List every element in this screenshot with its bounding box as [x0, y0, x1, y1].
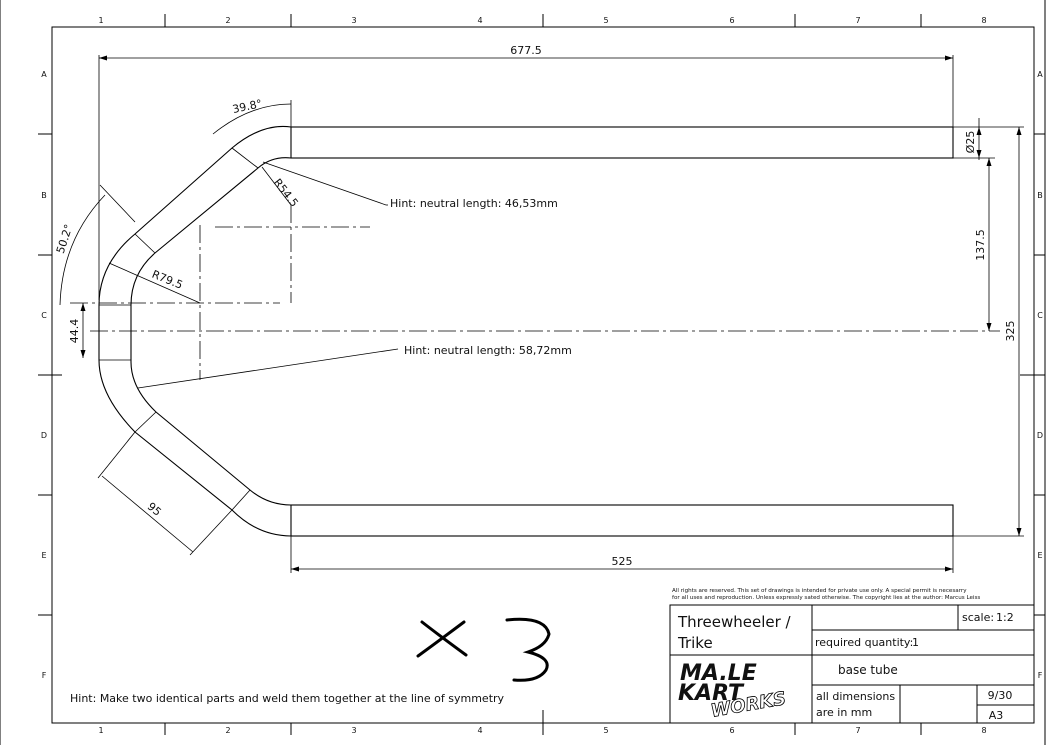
copyright-line-1: All rights are reserved. This set of dra…: [672, 588, 967, 594]
dim-diagonal-95: 95: [145, 500, 164, 519]
zone-col-1-top: 1: [98, 16, 103, 25]
hint-neutral-length-2: Hint: neutral length: 58,72mm: [404, 344, 572, 357]
zone-col-1-bottom: 1: [98, 726, 103, 735]
zone-col-5-bottom: 5: [603, 726, 608, 735]
zone-row-b-right: B: [1037, 191, 1043, 200]
zone-row-c-left: C: [41, 311, 47, 320]
part-name: base tube: [838, 663, 898, 677]
zone-row-f-right: F: [1038, 671, 1043, 680]
scale-value: 1:2: [996, 611, 1014, 624]
units-line-2: are in mm: [816, 706, 872, 719]
scale-label: scale:: [962, 611, 994, 624]
male-kart-works-logo: MA.LE KART WORKS: [678, 661, 788, 722]
tube-outline: [98, 125, 954, 537]
zone-row-b-left: B: [41, 191, 47, 200]
zone-col-4-top: 4: [477, 16, 482, 25]
dim-tube-diameter: Ø25: [964, 131, 977, 154]
zone-col-8-bottom: 8: [981, 726, 986, 735]
zone-col-6-top: 6: [729, 16, 734, 25]
quantity-label: required quantity:: [815, 636, 913, 649]
dimension-lines: [59, 55, 1024, 573]
zone-row-a-left: A: [41, 70, 47, 79]
dim-straight-525: 525: [612, 555, 633, 568]
zone-row-d-left: D: [41, 431, 47, 440]
title-block: [669, 604, 1035, 724]
zone-col-7-bottom: 7: [855, 726, 860, 735]
zone-row-c-right: C: [1037, 311, 1043, 320]
zone-col-3-top: 3: [351, 16, 356, 25]
zone-col-2-bottom: 2: [225, 726, 230, 735]
zone-col-7-top: 7: [855, 16, 860, 25]
title-line-2: Trike: [677, 634, 713, 652]
logo-line-1: MA.LE: [680, 661, 757, 686]
zone-col-6-bottom: 6: [729, 726, 734, 735]
zone-labels: 1 2 3 4 5 6 7 8 1 2 3 4 5 6 7 8 A B C D …: [41, 16, 1043, 735]
dim-bend-angle-top: 39.8°: [231, 97, 263, 116]
hint-weld: Hint: Make two identical parts and weld …: [70, 692, 505, 705]
quantity-value: 1: [912, 636, 919, 649]
handwritten-quantity-mark: [416, 617, 551, 682]
hint-neutral-length-1: Hint: neutral length: 46,53mm: [390, 197, 558, 210]
paper-format: A3: [989, 709, 1004, 722]
zone-row-a-right: A: [1037, 70, 1043, 79]
zone-row-f-left: F: [42, 671, 47, 680]
center-lines: [70, 205, 1000, 380]
zone-row-e-left: E: [41, 551, 46, 560]
zone-col-4-bottom: 4: [477, 726, 482, 735]
dim-overall-length: 677.5: [510, 44, 542, 57]
zone-col-3-bottom: 3: [351, 726, 356, 735]
title-line-1: Threewheeler /: [677, 613, 792, 631]
copyright-line-2: for all uses and reproduction. Unless ex…: [672, 595, 980, 601]
zone-row-e-right: E: [1037, 551, 1042, 560]
units-line-1: all dimensions: [816, 690, 895, 703]
zone-col-8-top: 8: [981, 16, 986, 25]
dim-radius-large: R79.5: [150, 268, 185, 292]
dim-overall-height: 325: [1004, 321, 1017, 342]
dim-offset-137: 137.5: [974, 229, 987, 261]
dim-radius-small: R54.5: [271, 176, 301, 209]
dim-offset-44: 44.4: [68, 319, 81, 344]
logo-line-2: KART: [678, 681, 745, 706]
zone-col-5-top: 5: [603, 16, 608, 25]
zone-col-2-top: 2: [225, 16, 230, 25]
zone-row-d-right: D: [1037, 431, 1043, 440]
sheet-number: 9/30: [988, 689, 1013, 702]
dim-bend-angle-left: 50.2°: [54, 223, 76, 256]
